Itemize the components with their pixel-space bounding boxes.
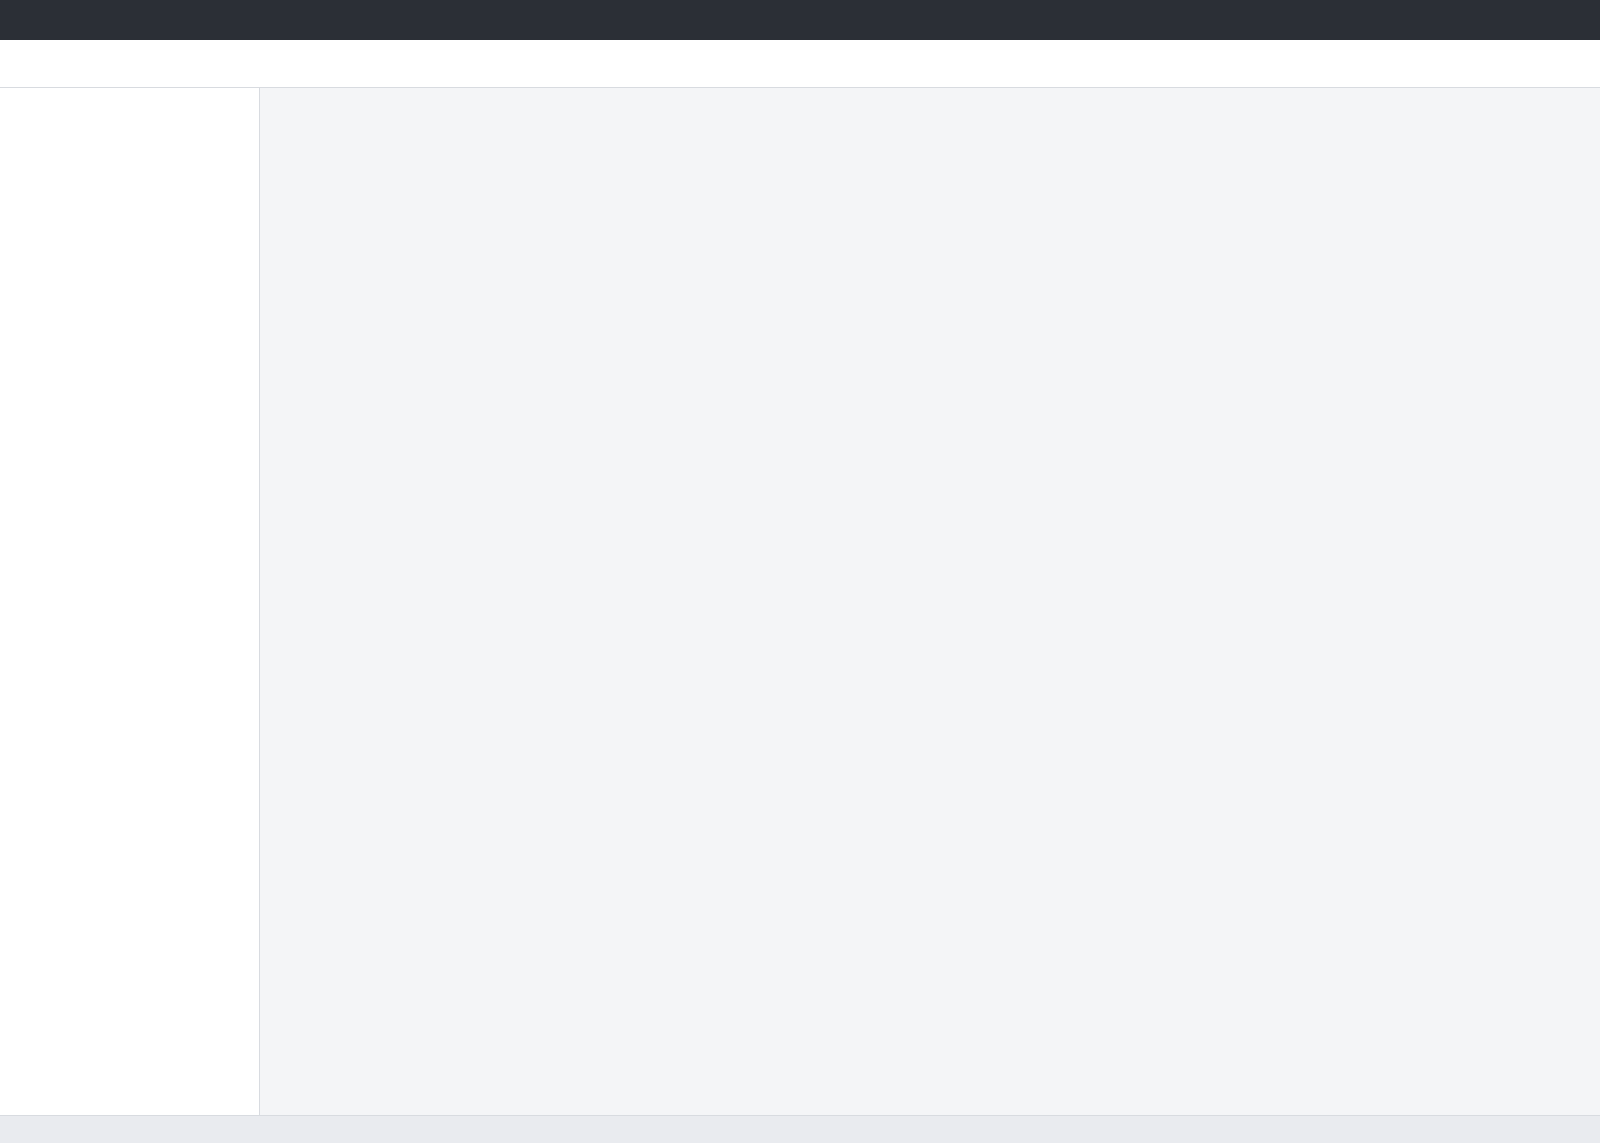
title-bar — [0, 0, 1600, 40]
status-bar — [0, 1115, 1600, 1143]
content-area — [0, 88, 1600, 1115]
sidebar — [0, 88, 260, 1115]
toolbar — [0, 40, 1600, 88]
main-panel — [260, 88, 1600, 1115]
